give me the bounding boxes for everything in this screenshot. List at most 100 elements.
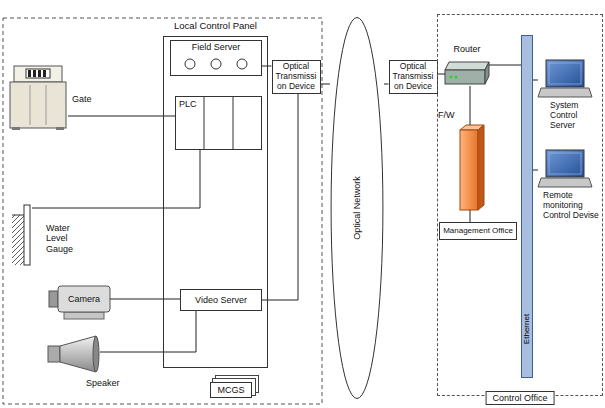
firewall-illustration <box>478 125 484 210</box>
laptop-illustration <box>546 150 584 177</box>
box-label: Optical Transmissi on Device <box>275 62 318 91</box>
speaker-illustration <box>60 336 96 372</box>
laptop-device: System Control Server <box>538 60 592 98</box>
gate-illustration <box>30 85 31 125</box>
gate-device: Gate <box>8 64 68 130</box>
water-gauge-illustration <box>12 215 24 265</box>
field-server-box: Field Server <box>170 40 262 76</box>
speaker-illustration <box>93 336 99 372</box>
router-illustration <box>485 62 489 84</box>
box-label: MCGS <box>218 385 245 395</box>
field-server-ports <box>185 59 195 69</box>
box-label: PLC <box>179 99 258 109</box>
connector-line <box>100 311 196 352</box>
gate-illustration <box>33 70 36 77</box>
plc-cells <box>233 96 234 150</box>
laptop-device: Remote monitoring Control Devise <box>538 150 592 188</box>
connector-line <box>262 66 272 67</box>
field-server-ports <box>185 59 247 69</box>
laptop-illustration <box>538 178 592 187</box>
field-server-ports <box>211 59 221 69</box>
speaker-illustration <box>48 346 60 362</box>
office-region: Control OfficeRouterF/WManagement Office… <box>437 14 603 396</box>
connector-line <box>533 80 538 81</box>
firewall-device: F/W <box>460 125 484 210</box>
transmission-box: Optical Transmissi on Device <box>389 60 438 94</box>
gate-illustration <box>12 127 20 130</box>
plc-cells <box>204 96 205 150</box>
gate-illustration <box>56 127 64 130</box>
device-label: F/W <box>438 110 455 120</box>
laptop-illustration <box>538 88 592 97</box>
panel-heading: Local Control Panel <box>164 21 267 32</box>
water-gauge-device: Water Level Gauge <box>12 203 32 267</box>
transmission-box: Optical Transmissi on Device <box>272 60 321 94</box>
gate-illustration <box>28 70 31 77</box>
office-box: Management Office <box>439 222 517 240</box>
device-label: Gate <box>72 94 92 104</box>
gate-illustration <box>14 66 62 82</box>
region-label: Control Office <box>486 391 555 405</box>
camera-illustration <box>49 286 110 319</box>
box-label: Optical Transmissi on Device <box>392 62 435 91</box>
connector-line <box>32 150 200 208</box>
mcgs-box: MCGS <box>210 382 252 398</box>
gate-illustration <box>43 70 46 77</box>
gate-illustration <box>10 66 66 130</box>
gate-illustration <box>46 85 47 125</box>
field-server-ports <box>237 59 247 69</box>
device-label: System Control Server <box>550 101 596 130</box>
connector-line <box>470 210 471 222</box>
router-illustration <box>445 70 485 84</box>
connector-line <box>68 116 175 117</box>
firewall-illustration <box>460 125 484 210</box>
video-server-box: Video Server <box>180 289 262 311</box>
device-label: Water Level Gauge <box>46 223 86 254</box>
connector-line <box>110 299 180 300</box>
connector-group <box>32 65 538 352</box>
water-gauge-illustration <box>12 205 30 265</box>
ethernet-bus: Ethernet <box>521 35 533 378</box>
network-label: Optical Network <box>352 176 362 240</box>
speaker-device: Speaker <box>46 335 100 374</box>
router-illustration <box>445 62 489 84</box>
speaker-illustration <box>48 336 99 372</box>
device-label: Speaker <box>86 378 120 388</box>
control-panel: Local Control PanelField ServerPLCVideo … <box>163 36 268 368</box>
connector-line <box>489 65 521 66</box>
gate-illustration <box>38 70 41 77</box>
box-label: Field Server <box>192 42 241 52</box>
water-gauge-illustration <box>24 205 30 265</box>
gate-illustration <box>10 82 66 128</box>
connector-line <box>533 170 538 171</box>
gate-illustration <box>26 69 50 78</box>
device-label: Router <box>445 44 489 54</box>
camera-illustration <box>58 286 110 312</box>
router-illustration <box>445 62 489 70</box>
camera-device: Camera <box>58 286 110 312</box>
field-region <box>3 18 322 404</box>
laptop-illustration <box>538 150 592 187</box>
camera-illustration <box>64 312 104 319</box>
laptop-illustration <box>546 60 584 87</box>
box-label: Management Office <box>443 226 513 235</box>
device-label: Camera <box>68 294 100 304</box>
plc-box: PLC <box>175 96 262 150</box>
water-gauge-illustration <box>12 215 24 216</box>
router-illustration <box>455 76 458 79</box>
camera-illustration <box>49 291 58 307</box>
router-illustration <box>450 76 453 79</box>
ellipse-outline <box>331 18 383 399</box>
device-label: Remote monitoring Control Devise <box>543 191 603 220</box>
firewall-illustration <box>460 130 478 210</box>
connector-line <box>438 74 446 75</box>
laptop-illustration <box>549 63 581 84</box>
connector-line <box>470 86 471 125</box>
network-ellipse: Optical Network <box>330 16 384 400</box>
box-label: Video Server <box>195 295 247 305</box>
bus-label: Ethernet <box>522 314 531 344</box>
laptop-illustration <box>549 153 581 174</box>
plc-cells <box>204 96 233 150</box>
router-device: Router <box>445 58 489 86</box>
